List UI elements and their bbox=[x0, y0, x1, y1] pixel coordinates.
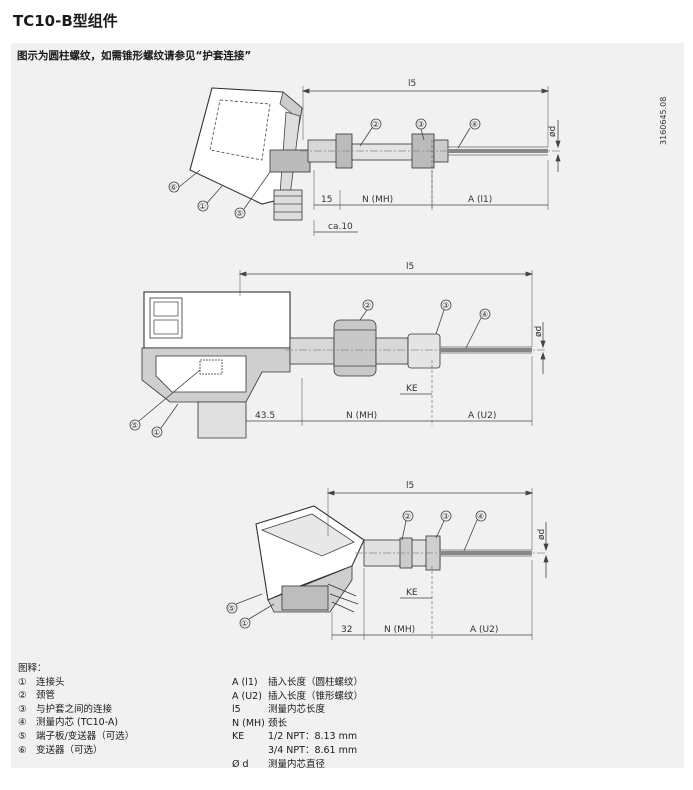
top-dim-ca10: ca.10 bbox=[328, 222, 353, 232]
legend-heading: 图释： bbox=[18, 663, 47, 674]
bottom-dim-32: 32 bbox=[341, 625, 352, 635]
middle-callout-4: ④ bbox=[481, 310, 488, 319]
middle-l5-label: l5 bbox=[406, 262, 414, 272]
top-callouts: ⑥ ① ⑤ ② ③ ④ bbox=[168, 118, 481, 219]
bottom-callout-5: ⑤ bbox=[228, 604, 235, 613]
middle-dia-label: ød bbox=[534, 326, 544, 337]
middle-dim-A: A (U2) bbox=[468, 411, 496, 421]
bottom-callout-1: ① bbox=[241, 619, 248, 628]
top-callout-1: ① bbox=[199, 202, 206, 211]
top-callout-3: ③ bbox=[417, 120, 424, 129]
bottom-callout-3: ③ bbox=[442, 512, 449, 521]
legend-symbol: N (MH)颈长 bbox=[232, 717, 288, 729]
middle-callout-5: ⑤ bbox=[131, 421, 138, 430]
middle-callouts: ⑤ ① ② ③ ④ bbox=[129, 299, 491, 438]
middle-neck-tube bbox=[289, 319, 441, 377]
middle-ke-label: KE bbox=[406, 384, 418, 394]
bottom-callout-2: ② bbox=[404, 512, 411, 521]
top-l5-label: l5 bbox=[408, 79, 416, 89]
bottom-dim-N: N (MH) bbox=[384, 625, 415, 635]
legend-symbol: 3/4 NPT：8.61 mm bbox=[268, 744, 358, 756]
bottom-connection-head bbox=[255, 505, 365, 613]
bottom-l5-label: l5 bbox=[406, 481, 414, 491]
top-assembly-drawing: l5 ød 15 N (MH) A (l1) ca.10 ⑥ ① ⑤ ② ③ bbox=[168, 79, 561, 236]
middle-connection-head bbox=[141, 291, 291, 439]
top-connection-head bbox=[189, 87, 311, 221]
legend-symbol: A (l1)插入长度（圆柱螺纹） bbox=[232, 677, 364, 688]
middle-callout-1: ① bbox=[153, 428, 160, 437]
middle-dim-435: 43.5 bbox=[255, 411, 275, 421]
top-dim-15: 15 bbox=[321, 195, 332, 205]
top-dia-label: ød bbox=[548, 126, 558, 137]
top-dim-N: N (MH) bbox=[362, 195, 393, 205]
legend-symbol: A (U2)插入长度（锥形螺纹） bbox=[232, 690, 364, 702]
bottom-assembly-drawing: l5 ød KE 32 N (MH) A (U2) ⑤ ① ② ③ ④ bbox=[226, 481, 549, 640]
top-callout-6: ⑥ bbox=[170, 183, 177, 192]
top-dim-A: A (l1) bbox=[468, 195, 492, 205]
bottom-callouts: ⑤ ① ② ③ ④ bbox=[226, 510, 487, 629]
top-callout-5: ⑤ bbox=[236, 209, 243, 218]
middle-dim-N: N (MH) bbox=[346, 411, 377, 421]
side-code: 3160645.08 bbox=[659, 97, 668, 145]
bottom-dim-A: A (U2) bbox=[470, 625, 498, 635]
bottom-dia-label: ød bbox=[537, 529, 547, 540]
panel-subtitle: 图示为圆柱螺纹，如需锥形螺纹请参见“护套连接” bbox=[17, 50, 252, 62]
middle-assembly-drawing: l5 ød KE 43.5 N (MH) A (U2) ⑤ ① ② ③ ④ bbox=[129, 262, 546, 439]
middle-callout-2: ② bbox=[364, 301, 371, 310]
bottom-callout-4: ④ bbox=[477, 512, 484, 521]
top-callout-4: ④ bbox=[471, 120, 478, 129]
top-callout-2: ② bbox=[372, 120, 379, 129]
middle-callout-3: ③ bbox=[442, 301, 449, 310]
page-title: TC10-B型组件 bbox=[13, 12, 118, 30]
bottom-ke-label: KE bbox=[406, 588, 418, 598]
